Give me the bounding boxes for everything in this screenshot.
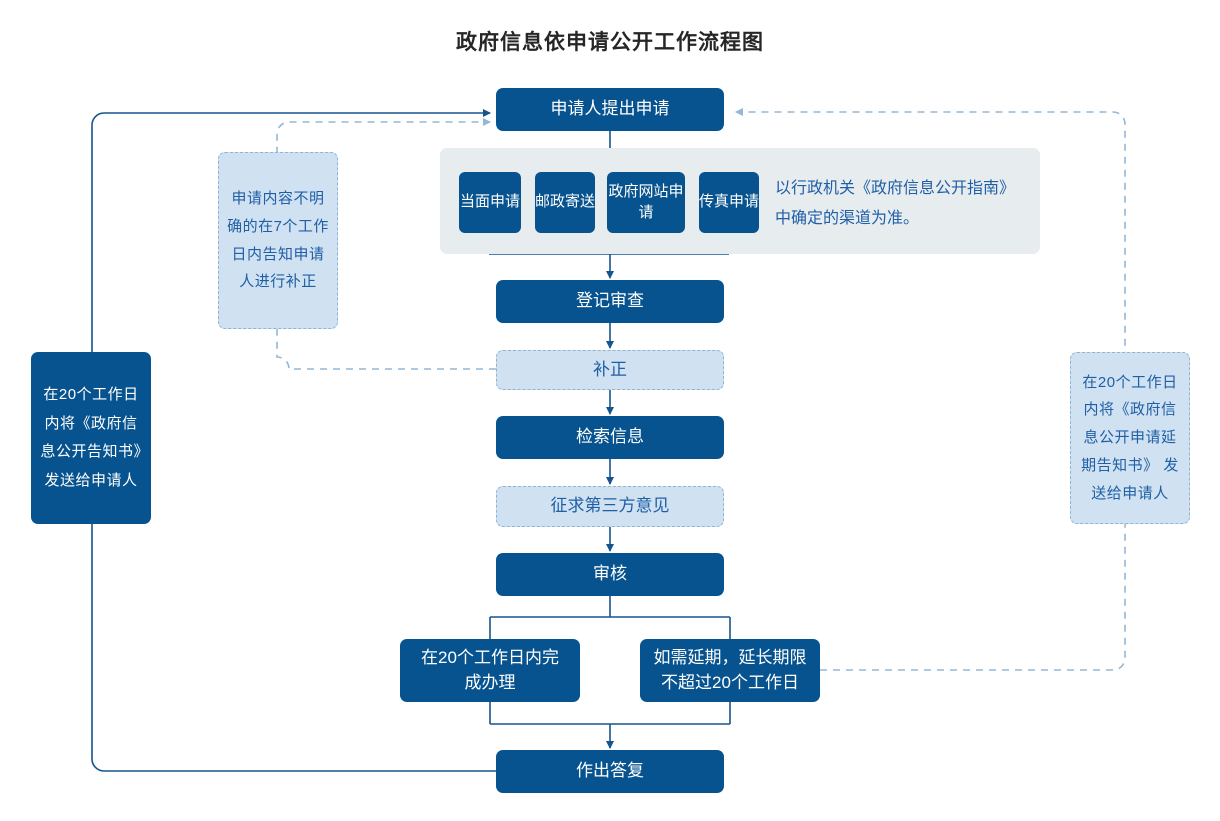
channel-note-label: 以行政机关《政府信息公开指南》中确定的渠道为准。	[775, 180, 1016, 227]
node-label: 审核	[593, 564, 627, 584]
note-label: 申请内容不明确的在7个工作日内告知申请人进行补正	[227, 190, 329, 291]
node-complete-within-20-days[interactable]: 在20个工作日内完成办理	[400, 639, 580, 702]
note-label: 在20个工作日内将《政府信息公开申请延期告知书》 发送给申请人	[1081, 373, 1179, 502]
channel-box-postal[interactable]: 邮政寄送	[535, 172, 595, 233]
node-audit[interactable]: 审核	[496, 553, 724, 596]
channel-label: 邮政寄送	[535, 193, 596, 211]
channel-note-text: 以行政机关《政府信息公开指南》中确定的渠道为准。	[775, 174, 1027, 233]
node-extension[interactable]: 如需延期，延长期限不超过20个工作日	[640, 639, 820, 702]
node-start[interactable]: 申请人提出申请	[496, 88, 724, 131]
node-third-party-opinion[interactable]: 征求第三方意见	[496, 486, 724, 527]
node-end-label: 作出答复	[576, 761, 644, 781]
channel-label: 传真申请	[699, 193, 760, 211]
node-label: 补正	[593, 359, 627, 379]
node-label: 征求第三方意见	[550, 496, 670, 516]
channel-box-fax[interactable]: 传真申请	[699, 172, 759, 233]
note-supplement-7-days: 申请内容不明确的在7个工作日内告知申请人进行补正	[218, 152, 338, 329]
node-label: 在20个工作日内完成办理	[421, 647, 559, 692]
node-label: 检索信息	[576, 427, 644, 447]
channel-box-in-person[interactable]: 当面申请	[459, 172, 521, 233]
node-reply[interactable]: 作出答复	[496, 750, 724, 793]
channel-box-website[interactable]: 政府网站申请	[607, 172, 685, 233]
node-start-label: 申请人提出申请	[550, 99, 670, 119]
channel-label: 当面申请	[459, 193, 520, 211]
node-registration-review[interactable]: 登记审查	[496, 280, 724, 323]
channel-label: 政府网站申请	[608, 183, 684, 221]
note-disclosure-notice-20-days: 在20个工作日内将《政府信息公开告知书》发送给申请人	[31, 352, 151, 524]
page-title: 政府信息依申请公开工作流程图	[456, 31, 764, 54]
node-supplement[interactable]: 补正	[496, 350, 724, 390]
node-retrieve-information[interactable]: 检索信息	[496, 416, 724, 459]
note-extension-notice-20-days: 在20个工作日内将《政府信息公开申请延期告知书》 发送给申请人	[1070, 352, 1190, 524]
node-label: 登记审查	[576, 291, 644, 311]
note-label: 在20个工作日内将《政府信息公开告知书》发送给申请人	[40, 386, 142, 489]
node-label: 如需延期，延长期限不超过20个工作日	[653, 647, 807, 692]
